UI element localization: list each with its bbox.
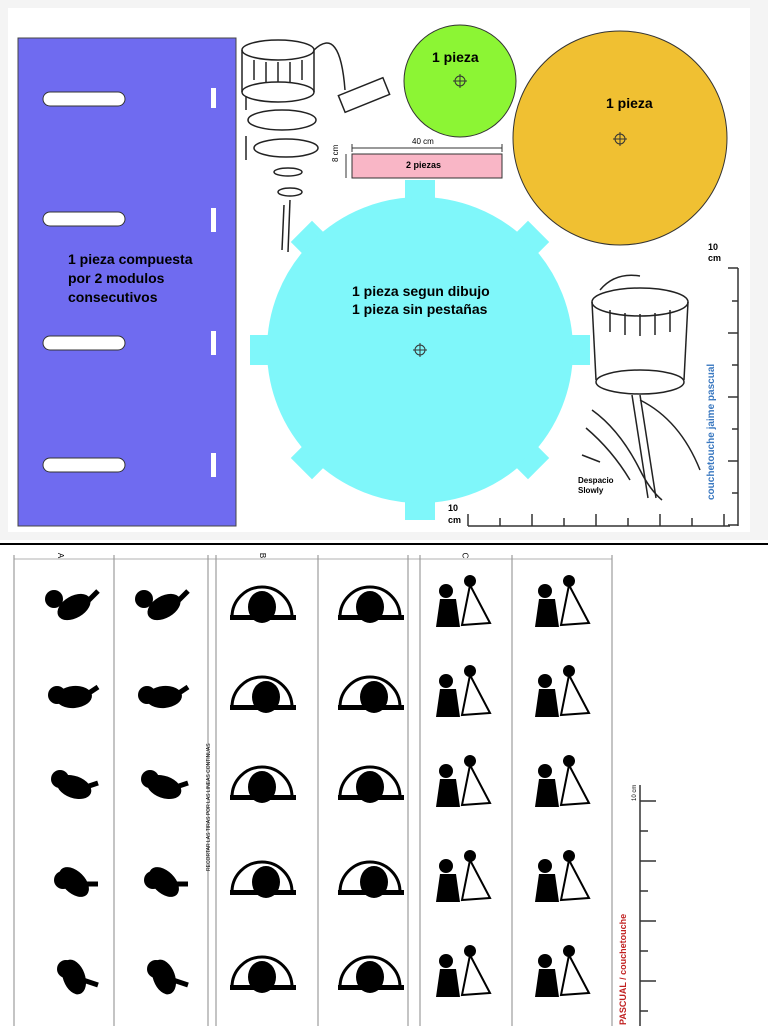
- silhouette-frame: [57, 959, 99, 995]
- silhouette-frame: [51, 770, 99, 800]
- silhouette-frame: [436, 575, 492, 627]
- silhouette-frame: [535, 850, 591, 902]
- silhouette-frame: [141, 770, 189, 800]
- right-ruler-unit: cm: [708, 253, 722, 263]
- ruler-right: [728, 267, 739, 526]
- silhouette-frame: [338, 585, 404, 623]
- panel-label-line-3: consecutivos: [68, 289, 158, 305]
- slot-row-3: [42, 331, 216, 355]
- silhouette-frame: [436, 665, 492, 717]
- silhouette-frame: [436, 850, 492, 902]
- strip-grid: [13, 555, 656, 1026]
- ruler-sheet: [639, 785, 656, 1026]
- hands-illustration: [581, 274, 701, 501]
- silhouette-frame: [535, 755, 591, 807]
- sheet-ruler-label: 10 cm: [632, 784, 638, 801]
- assembly-illustration: [241, 39, 391, 253]
- zoetrope-strip-panel: [17, 37, 237, 527]
- cutout-shapes: [17, 24, 739, 527]
- slot-row-2: [42, 208, 216, 232]
- hands-note-es: Despacio: [578, 476, 614, 485]
- column-letter-b: B: [258, 552, 268, 559]
- silhouette-frame: [147, 959, 189, 995]
- silhouette-frame: [230, 765, 296, 803]
- slot-row-1: [42, 88, 216, 108]
- crosshair-icon: [413, 343, 427, 357]
- credit-top: couchetouche jaime pascual: [706, 363, 717, 500]
- cut-instruction: RECORTAR LAS TIRAS POR LAS LINEAS CONTIN…: [206, 743, 212, 871]
- cutout-sheet-top: 1 pieza compuesta por 2 modulos consecut…: [0, 0, 768, 540]
- silhouette-frame: [338, 955, 404, 993]
- silhouette-frame: [54, 867, 98, 897]
- silhouette-frame: [230, 955, 296, 993]
- column-letter-c: C: [460, 552, 470, 559]
- silhouette-frame: [338, 765, 404, 803]
- bottom-ruler-unit: cm: [448, 515, 462, 525]
- silhouette-frame: [535, 945, 591, 997]
- paper-strip: [351, 153, 503, 179]
- silhouette-frame: [436, 755, 492, 807]
- bottom-ruler-value: 10: [448, 503, 459, 513]
- silhouette-frame: [230, 860, 296, 898]
- strip-width-label: 40 cm: [412, 137, 434, 146]
- silhouette-frame: [48, 684, 100, 709]
- green-disc-label: 1 pieza: [432, 49, 479, 65]
- cyan-disc-label-1: 1 pieza segun dibujo: [352, 283, 490, 299]
- silhouette-frame: [535, 575, 591, 627]
- slot-row-4: [42, 453, 216, 477]
- silhouette-frame: [230, 675, 296, 713]
- right-ruler-value: 10: [708, 242, 719, 252]
- silhouette-frame: [436, 945, 492, 997]
- column-letter-a: A: [56, 552, 66, 559]
- silhouette-frame: [144, 867, 188, 897]
- strip-label: 2 piezas: [406, 160, 442, 170]
- yellow-disc-label: 1 pieza: [606, 95, 653, 111]
- silhouette-frame: [338, 675, 404, 713]
- silhouette-frame: [338, 860, 404, 898]
- hands-note-en: Slowly: [578, 486, 604, 495]
- crosshair-icon: [613, 132, 627, 146]
- animation-strips-sheet: A B C RECORTAR LAS TIRAS POR LAS LINEAS …: [0, 543, 768, 1026]
- panel-label-line-1: 1 pieza compuesta: [68, 251, 193, 267]
- ruler-bottom: [467, 514, 730, 527]
- cyan-disc-label-2: 1 pieza sin pestañas: [352, 301, 488, 317]
- silhouette-frame: [45, 589, 100, 621]
- silhouette-frame: [138, 684, 190, 709]
- silhouette-frame: [535, 665, 591, 717]
- crosshair-icon: [453, 74, 467, 88]
- silhouette-frame: [135, 589, 190, 621]
- panel-label-line-2: por 2 modulos: [68, 270, 165, 286]
- sheet-credit: PASCUAL / couchetouche: [618, 913, 628, 1025]
- silhouette-frame: [230, 585, 296, 623]
- strip-height-label: 8 cm: [331, 144, 340, 162]
